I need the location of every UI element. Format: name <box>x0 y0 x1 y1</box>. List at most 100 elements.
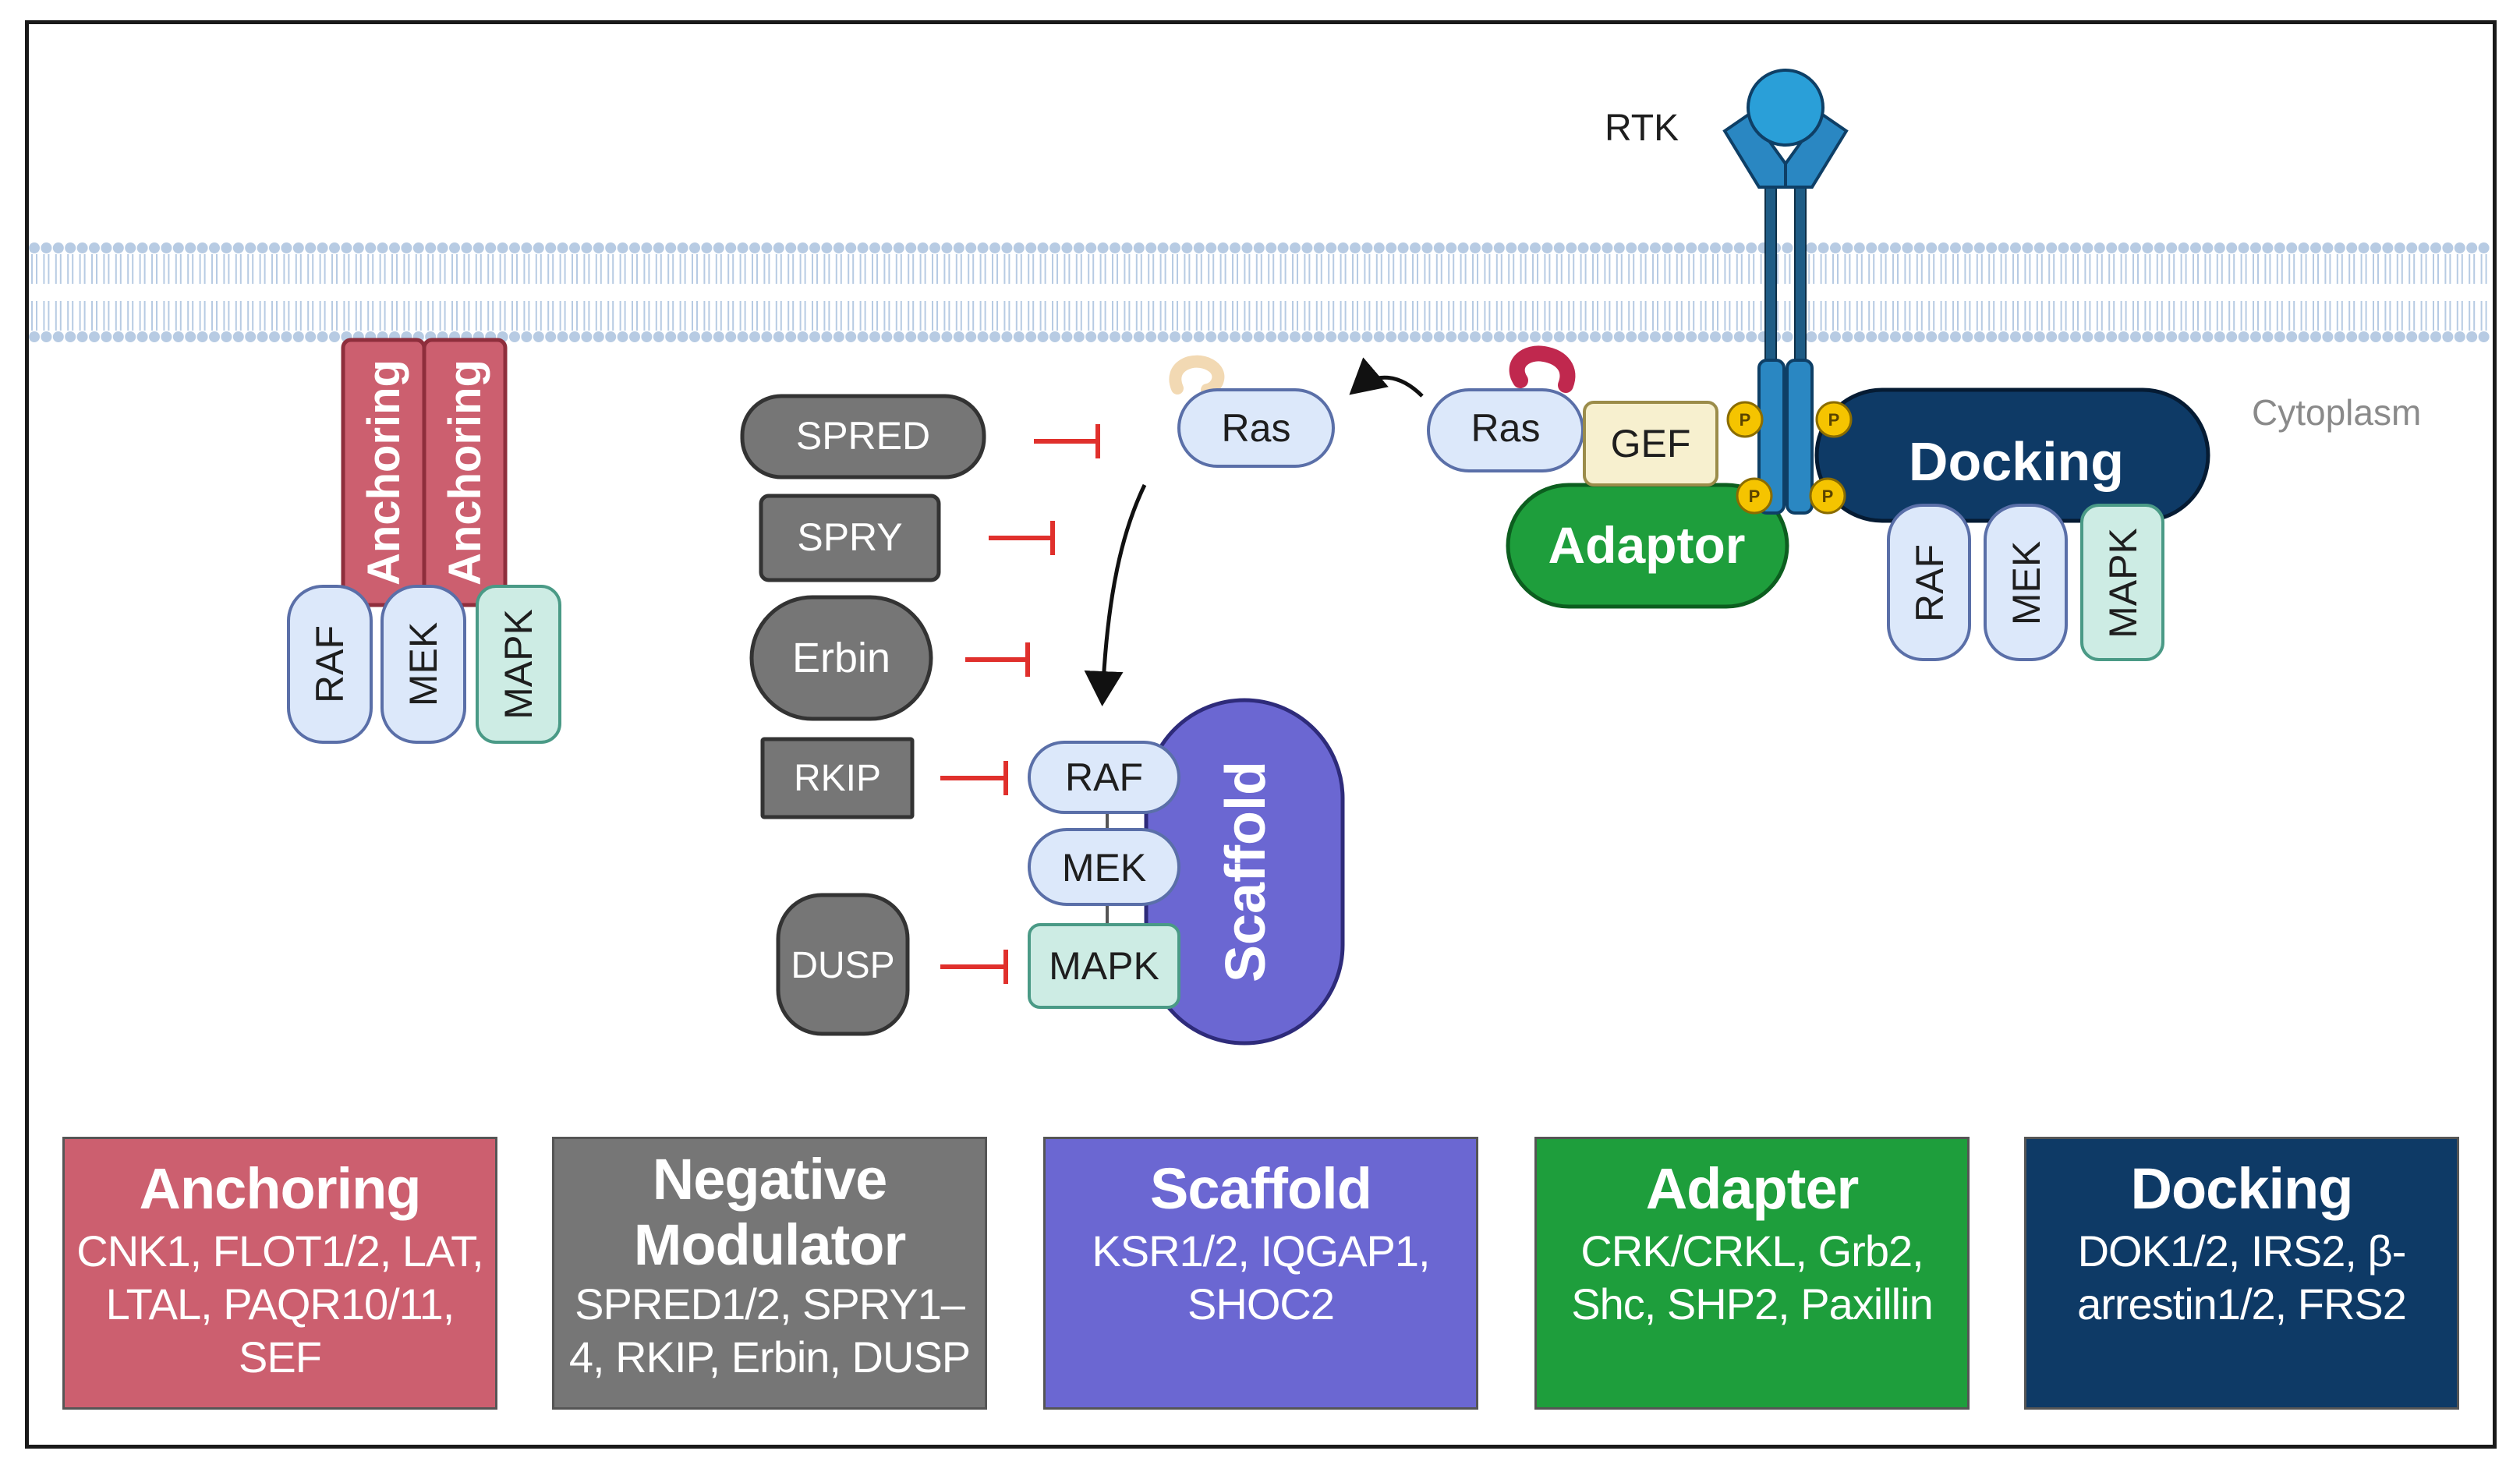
ras-to-raf-arrow <box>1084 483 1147 706</box>
lipid-head <box>1613 331 1625 342</box>
lipid-tail <box>2048 254 2055 331</box>
lipid-head <box>953 242 964 253</box>
mek-label: MEK <box>2005 541 2048 625</box>
lipid-head <box>773 331 784 342</box>
lipid-head <box>461 242 472 253</box>
lipid-head <box>929 242 940 253</box>
lipid-head <box>2334 331 2345 342</box>
lipid-head <box>2274 242 2285 253</box>
lipid-tail <box>2108 254 2115 331</box>
lipid-head <box>317 331 328 342</box>
lipid-head <box>1061 242 1073 253</box>
lipid-tail <box>2324 254 2331 331</box>
lipid-head <box>149 242 160 253</box>
lipid-tail <box>812 254 818 331</box>
lipid-head <box>1397 242 1409 253</box>
lipid-tail <box>2156 254 2163 331</box>
lipid-head <box>1673 331 1685 342</box>
legend-title: Negative Modulator <box>633 1147 907 1277</box>
lipid-tail <box>1135 254 1142 331</box>
rtk-ligand <box>1747 69 1825 147</box>
lipid-tail <box>2288 254 2295 331</box>
lipid-head <box>2106 331 2118 342</box>
lipid-tail <box>1856 254 1863 331</box>
lipid-tail <box>175 254 182 331</box>
lipid-head <box>1121 242 1133 253</box>
lipid-head <box>1890 242 1901 253</box>
lipid-head <box>497 242 508 253</box>
lipid-head <box>689 331 700 342</box>
lipid-head <box>1386 331 1397 342</box>
lipid-tail <box>271 254 278 331</box>
lipid-head <box>377 242 388 253</box>
lipid-head <box>1230 331 1241 342</box>
lipid-head <box>425 242 437 253</box>
lipid-tail <box>2373 254 2379 331</box>
lipid-head <box>569 331 580 342</box>
mapk-label: MAPK <box>1049 944 1159 988</box>
lipid-head <box>2346 242 2358 253</box>
lipid-head <box>833 331 844 342</box>
lipid-head <box>209 331 220 342</box>
lipid-head <box>1290 331 1301 342</box>
lipid-head <box>1710 331 1721 342</box>
lipid-head <box>1157 242 1169 253</box>
lipid-head <box>1686 331 1697 342</box>
lipid-head <box>1950 242 1961 253</box>
lipid-head <box>641 331 653 342</box>
lipid-head <box>1277 331 1289 342</box>
lipid-head <box>112 242 124 253</box>
lipid-head <box>172 331 184 342</box>
lipid-head <box>1001 331 1013 342</box>
lipid-head <box>1049 242 1060 253</box>
lipid-head <box>1037 331 1049 342</box>
lipid-tail <box>2216 254 2223 331</box>
lipid-head <box>449 242 460 253</box>
lipid-head <box>2070 331 2081 342</box>
lipid-head <box>221 331 232 342</box>
lipid-head <box>2022 242 2033 253</box>
lipid-tail <box>1388 254 1395 331</box>
lipid-head <box>352 242 364 253</box>
lipid-head <box>1145 331 1157 342</box>
lipid-head <box>1817 331 1829 342</box>
lipid-head <box>2286 242 2298 253</box>
lipid-head <box>29 242 40 253</box>
lipid-tail <box>979 254 986 331</box>
lipid-tail <box>1184 254 1191 331</box>
inhibition-arrows <box>940 424 1100 984</box>
lipid-head <box>2166 331 2178 342</box>
lipid-head <box>305 242 317 253</box>
lipid-head <box>953 331 964 342</box>
lipid-head <box>1433 242 1445 253</box>
lipid-tail <box>727 254 734 331</box>
lipid-tail <box>1916 254 1923 331</box>
lipid-head <box>2010 331 2021 342</box>
lipid-head <box>136 242 148 253</box>
lipid-head <box>1938 242 1949 253</box>
lipid-head <box>1733 242 1745 253</box>
lipid-head <box>677 331 688 342</box>
lipid-head <box>1481 331 1493 342</box>
lipid-head <box>1337 242 1349 253</box>
lipid-tail <box>1604 254 1611 331</box>
lipid-head <box>292 242 304 253</box>
lipid-head <box>821 242 833 253</box>
rtk-transmembrane-right <box>1794 186 1807 366</box>
lipid-head <box>2238 242 2249 253</box>
lipid-head <box>317 242 328 253</box>
lipid-head <box>2190 331 2201 342</box>
rkip-label: RKIP <box>794 758 881 799</box>
mapk-kinase <box>2080 504 2164 661</box>
legend-title: Anchoring <box>139 1156 422 1221</box>
lipid-head <box>857 331 869 342</box>
rtk-label: RTK <box>1605 108 1679 149</box>
lipid-head <box>1710 242 1721 253</box>
phosphate-label: P <box>1749 487 1761 506</box>
lipid-tail <box>559 254 566 331</box>
lipid-head <box>929 331 940 342</box>
lipid-tail <box>1820 254 1827 331</box>
lipid-head <box>2130 242 2141 253</box>
anchoring-protein <box>422 338 508 607</box>
lipid-head <box>292 331 304 342</box>
